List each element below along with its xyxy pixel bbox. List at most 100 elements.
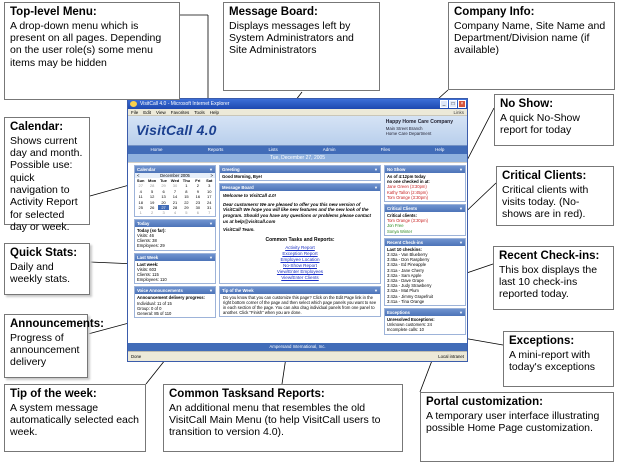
calendar-day[interactable]: 25 xyxy=(138,205,143,211)
nav-admin[interactable]: Admin xyxy=(322,147,336,152)
calendar-day[interactable]: 14 xyxy=(172,194,178,200)
calendar-day[interactable]: 30 xyxy=(195,205,201,211)
calendar-day[interactable]: 22 xyxy=(184,199,189,205)
checkin-item[interactable]: 3:42a - Dave Grape xyxy=(387,278,424,284)
exception-report-link[interactable]: Exception Report xyxy=(282,251,318,257)
calendar-day[interactable]: 18 xyxy=(138,199,143,205)
calendar-day[interactable]: 7 xyxy=(173,188,177,194)
menu-view[interactable]: View xyxy=(156,110,166,115)
calendar-day[interactable]: 21 xyxy=(172,199,178,205)
maximize-button[interactable]: □ xyxy=(449,100,457,108)
chevron-down-icon[interactable]: ▼ xyxy=(374,288,378,294)
checkin-item[interactable]: 3:42a - Jimmy Grapefruit xyxy=(387,293,434,299)
chevron-down-icon[interactable]: ▼ xyxy=(459,206,463,212)
calendar-day[interactable]: 31 xyxy=(207,205,212,211)
nav-home[interactable]: Home xyxy=(150,147,163,152)
calendar-day[interactable]: 28 xyxy=(149,183,155,189)
chevron-down-icon[interactable]: ▼ xyxy=(209,220,213,226)
calendar-day[interactable]: 2 xyxy=(151,210,154,216)
no-show-report-link[interactable]: No-Show Report xyxy=(283,263,317,269)
app-logo[interactable]: VisitCall 4.0 xyxy=(136,122,217,138)
calendar-title: Calendar xyxy=(137,167,156,172)
calendar-day[interactable]: 11 xyxy=(138,194,143,200)
calendar-day[interactable]: 9 xyxy=(196,188,199,194)
checkin-item[interactable]: 3:42a - Mat Plum xyxy=(387,288,419,294)
chevron-down-icon[interactable]: ▼ xyxy=(459,167,463,172)
checkin-item[interactable]: 3:42a - Ed Pineapple xyxy=(387,262,427,268)
calendar-day[interactable]: 1 xyxy=(185,183,188,189)
calendar-day[interactable]: 4 xyxy=(173,210,177,216)
nav-help[interactable]: Help xyxy=(435,147,445,152)
view-enter-employees-link[interactable]: View/Enter Employees xyxy=(276,269,324,275)
calendar-day[interactable]: 5 xyxy=(185,210,188,216)
calendar-day[interactable]: 1 xyxy=(139,210,142,216)
incomplete-calls[interactable]: Incomplete calls: 10 xyxy=(387,327,425,333)
critical-client-item[interactable]: Sonya Winter xyxy=(387,228,413,234)
critical-title: Critical Clients xyxy=(387,206,418,212)
chevron-down-icon[interactable]: ▼ xyxy=(459,310,463,316)
calendar-day[interactable]: 23 xyxy=(195,199,201,205)
menu-help[interactable]: Help xyxy=(209,110,220,115)
critical-client-item[interactable]: Jon Free xyxy=(387,223,404,229)
calendar-day[interactable]: 7 xyxy=(208,210,211,216)
unknown-customers[interactable]: Unknown customers: 24 xyxy=(387,322,432,328)
calendar-day[interactable]: 3 xyxy=(162,210,165,216)
next-month-button[interactable]: > xyxy=(210,173,213,178)
no-show-item[interactable]: Jane Green (3:30pm) xyxy=(387,184,427,190)
calendar-day[interactable]: 6 xyxy=(196,210,199,216)
calendar-day[interactable]: 12 xyxy=(149,194,155,200)
calendar-day[interactable]: 19 xyxy=(149,199,155,205)
chevron-down-icon[interactable]: ▼ xyxy=(209,288,213,294)
calendar-day[interactable]: 16 xyxy=(195,194,201,200)
calendar-day[interactable]: 8 xyxy=(185,188,188,194)
checkin-item[interactable]: 3:42a - Judy Strawberry xyxy=(387,283,432,289)
calendar-day[interactable]: 2 xyxy=(196,183,199,189)
nav-reports[interactable]: Reports xyxy=(207,147,224,152)
calendar-day[interactable]: 15 xyxy=(184,194,189,200)
activity-report-link[interactable]: Activity Report xyxy=(285,245,315,251)
chevron-down-icon[interactable]: ▼ xyxy=(209,167,213,172)
nav-lists[interactable]: Lists xyxy=(268,147,278,152)
chevron-down-icon[interactable]: ▼ xyxy=(374,167,378,172)
calendar-day[interactable]: 27 xyxy=(138,183,143,189)
view-enter-clients-link[interactable]: View/Enter Clients xyxy=(281,275,319,281)
no-show-item[interactable]: Tom Orange (3:30pm) xyxy=(387,194,428,200)
no-show-item[interactable]: Kathy Tallon (2:45pm) xyxy=(387,189,428,195)
nav-files[interactable]: Files xyxy=(380,147,391,152)
calendar-day[interactable]: 29 xyxy=(184,205,189,211)
chevron-down-icon[interactable]: ▼ xyxy=(209,254,213,260)
calendar-day[interactable]: 26 xyxy=(149,205,155,211)
calendar-day[interactable]: 28 xyxy=(172,205,178,211)
checkin-item[interactable]: 3:45a - Don Raspberry xyxy=(387,257,430,263)
checkin-item[interactable]: 3:41a - Tina Orange xyxy=(387,298,425,304)
calendar-day[interactable]: 6 xyxy=(162,188,165,194)
links-button[interactable]: Links xyxy=(453,110,464,115)
checkin-item[interactable]: 3:41a - Jane Cherry xyxy=(387,267,425,273)
chevron-down-icon[interactable]: ▼ xyxy=(374,185,378,191)
checkin-item[interactable]: 3:42a - Sam Apple xyxy=(387,272,422,278)
callout-title: Portal customization: xyxy=(426,396,543,408)
employee-location-link[interactable]: Employee Location xyxy=(280,257,320,263)
calendar-day[interactable]: 10 xyxy=(207,188,212,194)
calendar-day[interactable]: 27 xyxy=(157,205,170,211)
calendar-day[interactable]: 3 xyxy=(208,183,211,189)
calendar-day[interactable]: 29 xyxy=(161,183,166,189)
prev-month-button[interactable]: < xyxy=(137,173,140,178)
calendar-day[interactable]: 30 xyxy=(172,183,178,189)
menu-edit[interactable]: Edit xyxy=(143,110,152,115)
checkin-item[interactable]: 3:42a - Van Blueberry xyxy=(387,252,428,258)
calendar-day[interactable]: 20 xyxy=(161,199,166,205)
calendar-day[interactable]: 24 xyxy=(207,199,212,205)
chevron-down-icon[interactable]: ▼ xyxy=(459,239,463,245)
menu-file[interactable]: File xyxy=(131,110,139,115)
calendar-day[interactable]: 13 xyxy=(161,194,166,200)
calendar-day[interactable]: 17 xyxy=(207,194,212,200)
minimize-button[interactable]: _ xyxy=(440,100,448,108)
common-tasks-title: Common Tasks and Reports: xyxy=(265,236,335,243)
critical-client-item[interactable]: Tom Orange (3:30pm) xyxy=(387,218,428,224)
calendar-day[interactable]: 4 xyxy=(139,188,142,194)
close-button[interactable]: × xyxy=(458,100,466,108)
calendar-day[interactable]: 5 xyxy=(151,188,154,194)
menu-tools[interactable]: Tools xyxy=(194,110,205,115)
menu-favorites[interactable]: Favorites xyxy=(170,110,190,115)
